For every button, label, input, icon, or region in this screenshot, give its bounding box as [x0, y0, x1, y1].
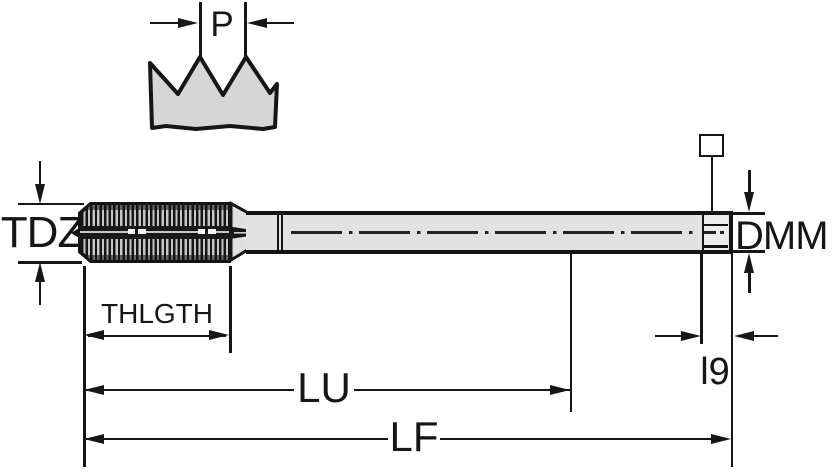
square-flat-line-bottom [704, 245, 728, 248]
dmm-arrowhead-bottom-icon [743, 252, 754, 273]
lu-arrowhead-left-icon [84, 384, 104, 395]
lu-arrowhead-right-icon [550, 384, 570, 395]
dmm-extension-line-bottom [733, 250, 765, 253]
thread-centerline [80, 231, 229, 234]
lu-dimension-line-left [86, 388, 294, 392]
tdz-arrow-line-bottom [38, 282, 42, 305]
thread-core-highlight [128, 229, 146, 234]
thread-core-highlight [198, 229, 216, 234]
left-extension-line [83, 266, 86, 467]
pitch-extension-line-left [199, 2, 202, 60]
thlgth-dimension-line [88, 334, 226, 338]
pitch-extension-line-right [244, 2, 247, 60]
lu-dimension-line-right [354, 388, 570, 392]
pitch-label: P [210, 5, 234, 44]
neck-divider-line [276, 215, 279, 250]
pitch-arrow-line-left [150, 21, 180, 25]
lu-extension-line-right [569, 254, 572, 412]
thread-profile-detail [148, 55, 279, 131]
dmm-arrowhead-top-icon [743, 192, 754, 212]
square-leader-line [711, 156, 714, 214]
dmm-arrow-line-top [748, 170, 751, 194]
usable-length-label: LU [297, 364, 351, 411]
tdz-arrowhead-bottom-icon [34, 262, 45, 282]
lf-arrowhead-left-icon [84, 433, 104, 444]
tdz-arrow-line-top [38, 161, 42, 185]
square-symbol-icon [699, 134, 724, 157]
thlgth-arrowhead-left-icon [84, 330, 104, 341]
dmm-arrow-line-bottom [748, 272, 751, 293]
centerline-dash [704, 231, 716, 234]
dmm-extension-line-top [733, 212, 765, 215]
thlgth-arrowhead-right-icon [209, 330, 229, 341]
l9-arrow-line-right [754, 334, 778, 338]
l9-arrowhead-left-icon [681, 330, 701, 341]
tap-thread-section [78, 202, 231, 263]
lf-dimension-line-right [440, 437, 718, 441]
thlgth-extension-line-right [229, 266, 232, 353]
pitch-arrow-line-right [266, 21, 294, 25]
thread-length-label: THLGTH [101, 298, 213, 329]
thread-diameter-label: TDZ [0, 208, 85, 257]
l9-arrow-line-left [655, 334, 683, 338]
square-flat-line-top [704, 223, 728, 226]
pitch-arrowhead-left-icon [178, 17, 198, 28]
thread-core-band [78, 226, 231, 239]
tdz-extension-line-bottom [18, 261, 82, 264]
lf-dimension-line-left [86, 437, 388, 441]
centerline-dot [720, 231, 724, 234]
shank-diameter-label: DMM [735, 214, 829, 258]
shank-centerline [291, 231, 697, 234]
tdz-arrowhead-top-icon [34, 184, 45, 204]
tdz-extension-line-top [18, 202, 84, 206]
overall-length-label: LF [389, 413, 439, 460]
square-length-label: l9 [700, 351, 730, 393]
l9-extension-line-left [700, 254, 703, 344]
pitch-arrowhead-right-icon [247, 17, 267, 28]
thread-profile-shape [148, 55, 279, 131]
neck-divider-line [280, 215, 283, 250]
lf-arrowhead-right-icon [711, 433, 731, 444]
l9-arrowhead-right-icon [734, 330, 754, 341]
tap-point-tip [71, 228, 79, 239]
lf-extension-line-right [730, 254, 733, 467]
